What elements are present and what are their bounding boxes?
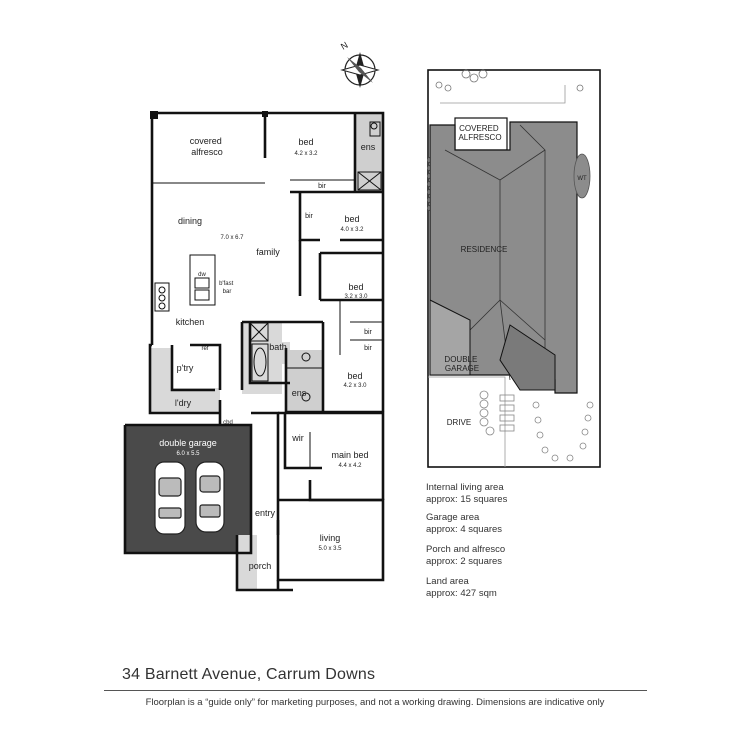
- room-bed2-dim: 4.0 x 3.2: [340, 227, 364, 233]
- room-ptry: p'try: [177, 363, 194, 373]
- address-title: 34 Barnett Avenue, Carrum Downs: [122, 666, 376, 683]
- room-bed2: bed: [344, 214, 359, 224]
- hall-fill: [150, 322, 290, 590]
- area-living: Internal living area approx: 15 squares: [426, 482, 507, 506]
- room-ens2: ens: [292, 388, 307, 398]
- room-covered-alfresco: covered alfresco: [190, 136, 225, 157]
- area-garage: Garage area approx: 4 squares: [426, 512, 502, 536]
- room-bed4-dim: 4.2 x 3.0: [343, 383, 367, 389]
- compass-icon: N: [339, 40, 380, 88]
- kitchen-bench: [154, 254, 216, 312]
- covered-alfresco-line1: covered: [190, 136, 222, 146]
- area-porch-value: approx: 2 squares: [426, 556, 503, 567]
- room-bed3: bed: [348, 282, 363, 292]
- area-garage-value: approx: 4 squares: [426, 524, 503, 535]
- room-main-bed: main bed: [331, 450, 368, 460]
- area-living-value: approx: 15 squares: [426, 494, 508, 505]
- disclaimer: Floorplan is a “guide only” for marketin…: [145, 697, 605, 708]
- room-bed3-dim: 3.2 x 3.0: [344, 294, 368, 300]
- divider: [104, 690, 647, 691]
- compass-letter: N: [339, 40, 350, 52]
- area-garage-label: Garage area: [426, 512, 480, 523]
- room-main-bed-dim: 4.4 x 4.2: [338, 463, 362, 469]
- covered-alfresco-line2: alfresco: [191, 147, 223, 157]
- site-double-garage: DOUBLE GARAGE: [444, 355, 479, 373]
- bath-fixtures: [249, 121, 382, 402]
- site-wt: WT: [577, 176, 587, 182]
- room-bfast-bar: b'fast bar: [219, 281, 235, 295]
- area-living-label: Internal living area: [426, 482, 504, 493]
- room-bed1: bed: [298, 137, 313, 147]
- bfast-line1: b'fast: [219, 281, 233, 287]
- room-bir4: bir: [364, 345, 372, 352]
- room-living: living: [320, 533, 341, 543]
- room-dw: dw: [198, 272, 206, 278]
- site-garage-line1: DOUBLE: [444, 355, 477, 364]
- site-plan: COVERED ALFRESCO RESIDENCE DOUBLE GARAGE…: [427, 69, 601, 468]
- walls: [123, 111, 385, 592]
- car-icon: [154, 461, 225, 535]
- room-double-garage-dim: 6.0 x 5.5: [176, 451, 200, 457]
- site-alfresco-line2: ALFRESCO: [458, 133, 501, 142]
- room-bed1-dim: 4.2 x 3.2: [294, 151, 318, 157]
- room-bath: bath: [269, 342, 287, 352]
- room-cbd: cbd: [223, 420, 233, 426]
- room-porch: porch: [249, 561, 272, 571]
- site-covered-alfresco: COVERED ALFRESCO: [458, 124, 501, 142]
- area-land-value: approx: 427 sqm: [426, 588, 497, 599]
- area-porch-label: Porch and alfresco: [426, 544, 506, 555]
- bfast-line2: bar: [223, 289, 232, 295]
- site-garage-line2: GARAGE: [445, 364, 479, 373]
- room-kitchen: kitchen: [176, 317, 205, 327]
- room-dining-dim: 7.0 x 6.7: [220, 235, 244, 241]
- room-ldry: l'dry: [175, 398, 192, 408]
- area-porch: Porch and alfresco approx: 2 squares: [426, 544, 505, 568]
- garage-fill: [125, 425, 251, 553]
- room-bed4: bed: [347, 371, 362, 381]
- room-ref: ref: [201, 346, 208, 352]
- site-drive: DRIVE: [447, 418, 471, 427]
- site-alfresco-line1: COVERED: [459, 124, 499, 133]
- room-bir2: bir: [305, 213, 313, 220]
- area-land-label: Land area: [426, 576, 469, 587]
- site-residence: RESIDENCE: [461, 245, 508, 254]
- room-ens1: ens: [361, 142, 376, 152]
- room-wir: wir: [291, 433, 304, 443]
- area-land: Land area approx: 427 sqm: [426, 576, 497, 600]
- room-family: family: [256, 247, 280, 257]
- room-double-garage: double garage: [159, 438, 217, 448]
- room-bir3: bir: [364, 329, 372, 336]
- room-dining: dining: [178, 216, 202, 226]
- room-bir1: bir: [318, 183, 326, 190]
- room-living-dim: 5.0 x 3.5: [318, 546, 342, 552]
- room-entry: entry: [255, 508, 276, 518]
